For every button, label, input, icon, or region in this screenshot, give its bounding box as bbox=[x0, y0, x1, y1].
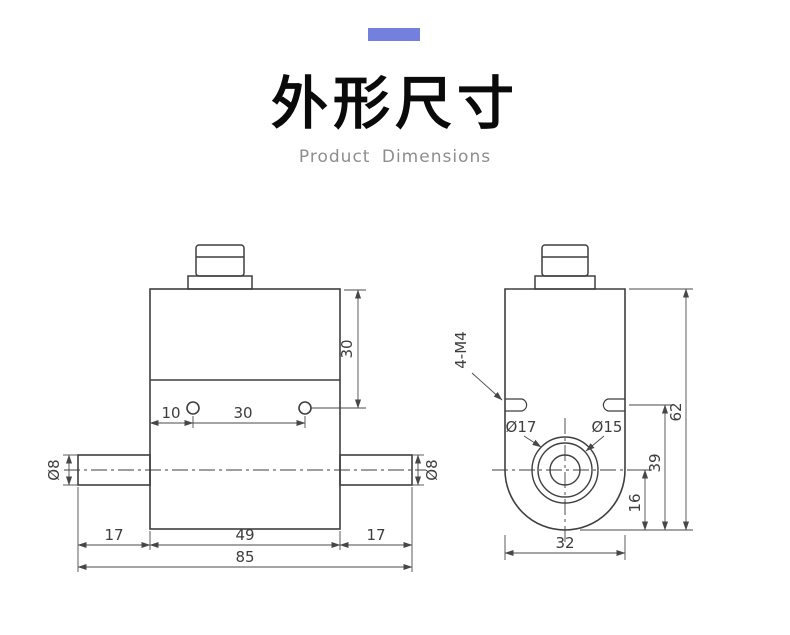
dim-body-depth: 32 bbox=[555, 534, 574, 552]
dim-thread-callout: 4-M4 bbox=[452, 331, 470, 368]
front-view: 30 10 30 Ø8 Ø8 17 49 17 85 bbox=[45, 244, 441, 572]
accent-bar bbox=[368, 28, 420, 41]
dim-hole-offset: 10 bbox=[161, 404, 180, 422]
dim-total-width: 85 bbox=[235, 548, 254, 566]
dim-total-height: 62 bbox=[667, 402, 685, 421]
dim-top-to-hole: 30 bbox=[338, 339, 356, 358]
side-centerlines bbox=[492, 418, 638, 545]
mount-hole-right bbox=[298, 401, 312, 415]
page-subtitle: Product Dimensions bbox=[298, 147, 492, 167]
page-title: 外形尺寸 bbox=[271, 71, 519, 137]
side-body-outline bbox=[504, 288, 626, 531]
side-mount-slots bbox=[505, 398, 625, 412]
front-dim-lines bbox=[63, 289, 424, 572]
front-connector bbox=[187, 244, 253, 290]
side-view: 4-M4 Ø17 Ø15 16 39 62 32 bbox=[452, 244, 693, 560]
dim-hole-spacing: 30 bbox=[233, 404, 252, 422]
dim-shaft-dia-right: Ø8 bbox=[423, 459, 441, 480]
mount-slot-right bbox=[602, 398, 625, 412]
dim-bore-dia: Ø15 bbox=[592, 418, 623, 436]
side-dim-labels: 4-M4 Ø17 Ø15 16 39 62 32 bbox=[452, 331, 685, 552]
dim-hole-height: 39 bbox=[646, 453, 664, 472]
dim-shaft-dia-left: Ø8 bbox=[45, 459, 63, 480]
mount-hole-left bbox=[186, 401, 200, 415]
dim-shaft-len-right: 17 bbox=[366, 526, 385, 544]
dim-boss-dia: Ø17 bbox=[506, 418, 537, 436]
side-connector bbox=[534, 244, 596, 290]
side-dim-lines bbox=[471, 288, 693, 560]
front-dim-labels: 30 10 30 Ø8 Ø8 17 49 17 85 bbox=[45, 339, 441, 566]
dim-body-width: 49 bbox=[235, 526, 254, 544]
mount-slot-left bbox=[505, 398, 528, 412]
dim-center-height: 16 bbox=[626, 493, 644, 512]
front-body bbox=[149, 288, 341, 530]
dim-shaft-len-left: 17 bbox=[104, 526, 123, 544]
